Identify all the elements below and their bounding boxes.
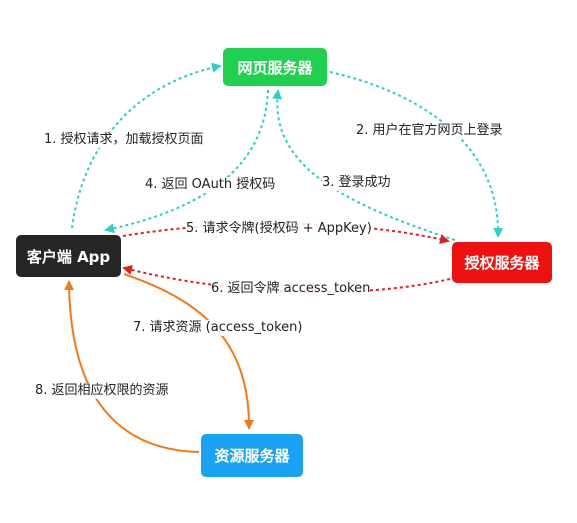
- edge-3-label: 3. 登录成功: [322, 175, 391, 191]
- edge-4-label: 4. 返回 OAuth 授权码: [145, 177, 276, 193]
- web-server-node: 网页服务器: [223, 48, 327, 86]
- edge-2-arrow: [329, 71, 504, 238]
- edge-3-arrow: [272, 89, 456, 241]
- edge-8-label: 8. 返回相应权限的资源: [35, 383, 169, 399]
- edge-8-arrow: [64, 280, 200, 453]
- edge-5-label: 5. 请求令牌(授权码 + AppKey): [186, 221, 372, 237]
- edge-7-label: 7. 请求资源 (access_token): [133, 320, 303, 336]
- edge-1-label: 1. 授权请求，加载授权页面: [44, 132, 204, 148]
- client-app-node: 客户端 App: [16, 235, 121, 277]
- auth-server-node: 授权服务器: [452, 242, 552, 283]
- resource-server-node: 资源服务器: [201, 434, 303, 477]
- edge-2-label: 2. 用户在官方网页上登录: [356, 123, 503, 139]
- edge-7-arrow: [123, 273, 255, 430]
- edge-6-label: 6. 返回令牌 access_token: [211, 281, 371, 297]
